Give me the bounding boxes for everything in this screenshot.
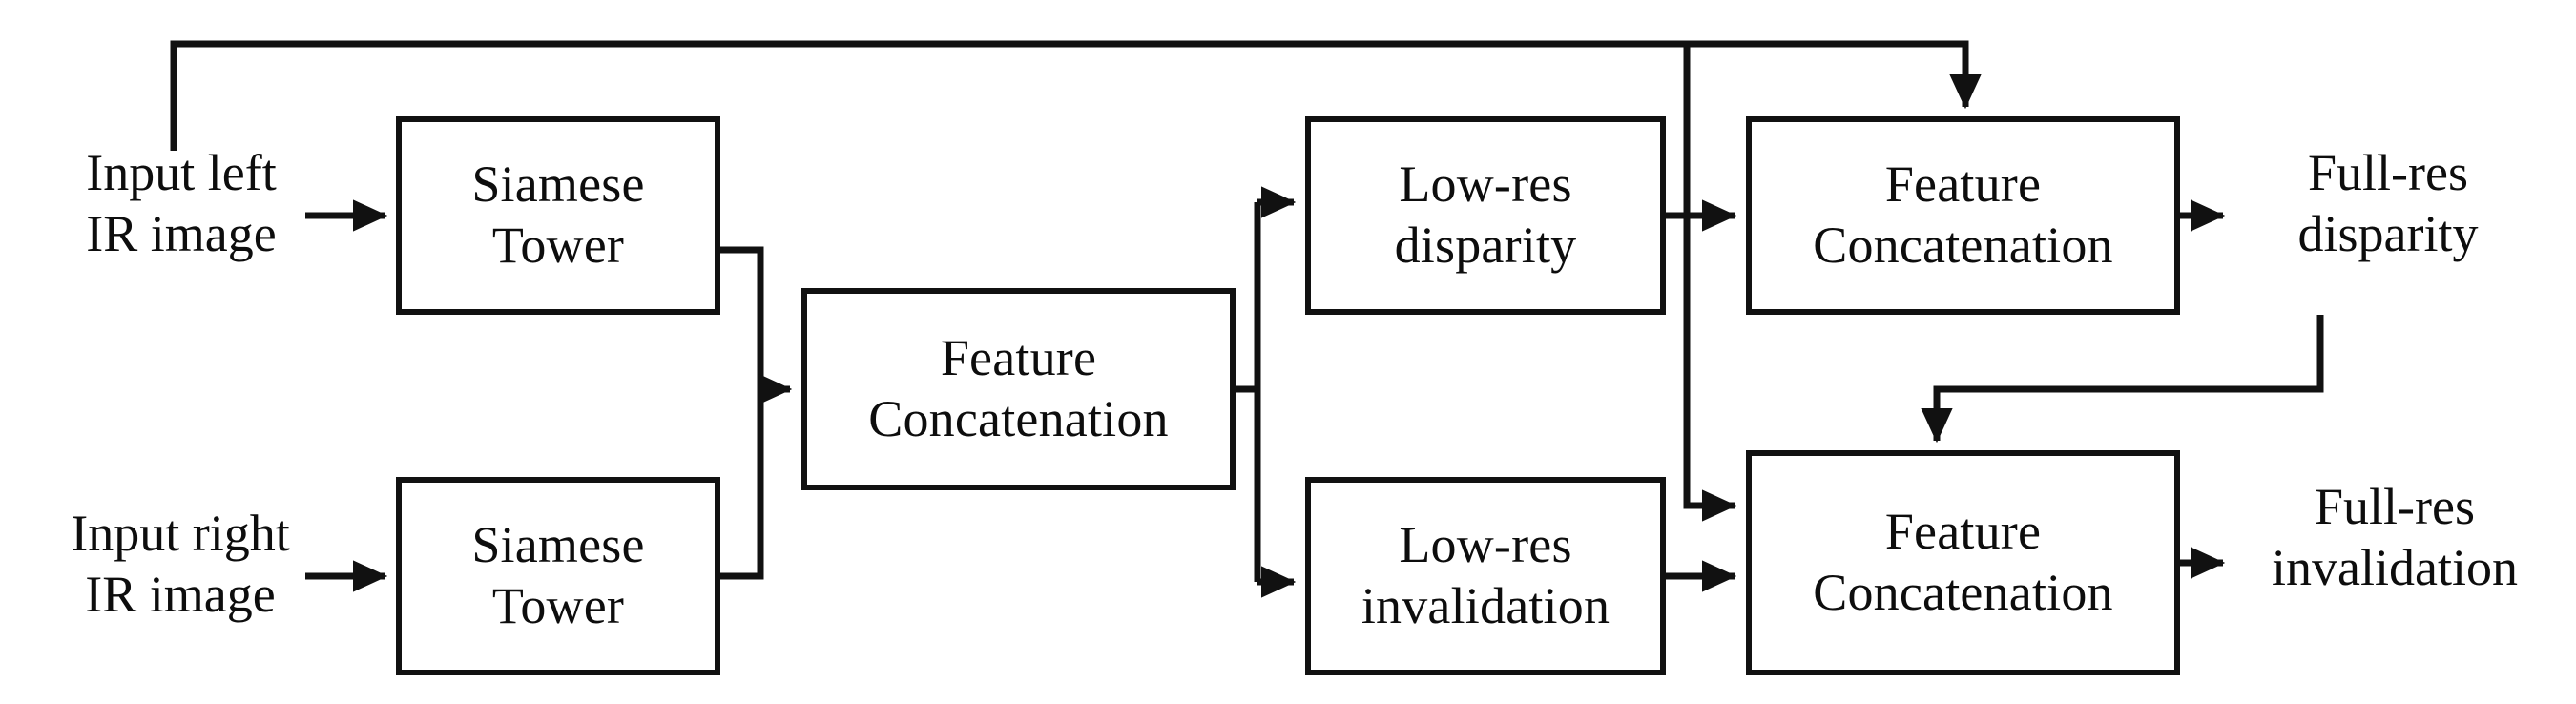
connector-skip-top-trunk bbox=[170, 40, 1982, 151]
node-feature-concatenation-top[interactable]: Feature Concatenation bbox=[1746, 116, 2180, 315]
node-label-line: Feature bbox=[940, 329, 1097, 387]
node-label-line: invalidation bbox=[1361, 577, 1610, 634]
label-line: IR image bbox=[85, 565, 276, 623]
connector-tower-left-to-bus bbox=[720, 246, 764, 389]
node-low-res-invalidation[interactable]: Low-res invalidation bbox=[1305, 477, 1666, 675]
label-line: Full-res bbox=[2315, 478, 2475, 535]
node-siamese-tower-right[interactable]: Siamese Tower bbox=[396, 477, 720, 675]
connector-full-res-disparity-feedback bbox=[1921, 315, 2324, 444]
node-label-line: Feature bbox=[1884, 155, 2042, 214]
node-label-line: disparity bbox=[1394, 217, 1577, 274]
label-full-res-disparity: Full-res disparity bbox=[2231, 143, 2545, 264]
node-label-line: Concatenation bbox=[1813, 217, 2113, 274]
label-line: invalidation bbox=[2272, 538, 2518, 596]
label-line: Full-res bbox=[2308, 144, 2468, 201]
node-label-line: Low-res bbox=[1399, 516, 1572, 574]
node-feature-concatenation-mid[interactable]: Feature Concatenation bbox=[801, 288, 1236, 490]
node-siamese-tower-left[interactable]: Siamese Tower bbox=[396, 116, 720, 315]
label-line: Input left bbox=[86, 144, 277, 201]
node-label-line: Concatenation bbox=[1813, 564, 2113, 621]
node-label-line: Siamese bbox=[471, 155, 645, 214]
node-label-line: Feature bbox=[1884, 503, 2042, 561]
node-label-line: Low-res bbox=[1399, 155, 1572, 214]
connector-skip-down-to-concat-bottom bbox=[1683, 44, 1737, 522]
label-full-res-invalidation: Full-res invalidation bbox=[2223, 477, 2566, 598]
node-feature-concatenation-bottom[interactable]: Feature Concatenation bbox=[1746, 450, 2180, 675]
node-label-line: Concatenation bbox=[868, 390, 1169, 447]
label-input-left-ir-image: Input left IR image bbox=[19, 143, 343, 264]
connector-tower-right-to-bus bbox=[720, 389, 764, 580]
node-label-line: Siamese bbox=[471, 516, 645, 574]
node-label-line: Tower bbox=[491, 217, 625, 274]
node-low-res-disparity[interactable]: Low-res disparity bbox=[1305, 116, 1666, 315]
label-input-right-ir-image: Input right IR image bbox=[13, 504, 347, 625]
label-line: Input right bbox=[71, 505, 290, 562]
label-line: disparity bbox=[2297, 204, 2479, 262]
node-label-line: Tower bbox=[491, 577, 625, 634]
label-line: IR image bbox=[86, 204, 277, 262]
